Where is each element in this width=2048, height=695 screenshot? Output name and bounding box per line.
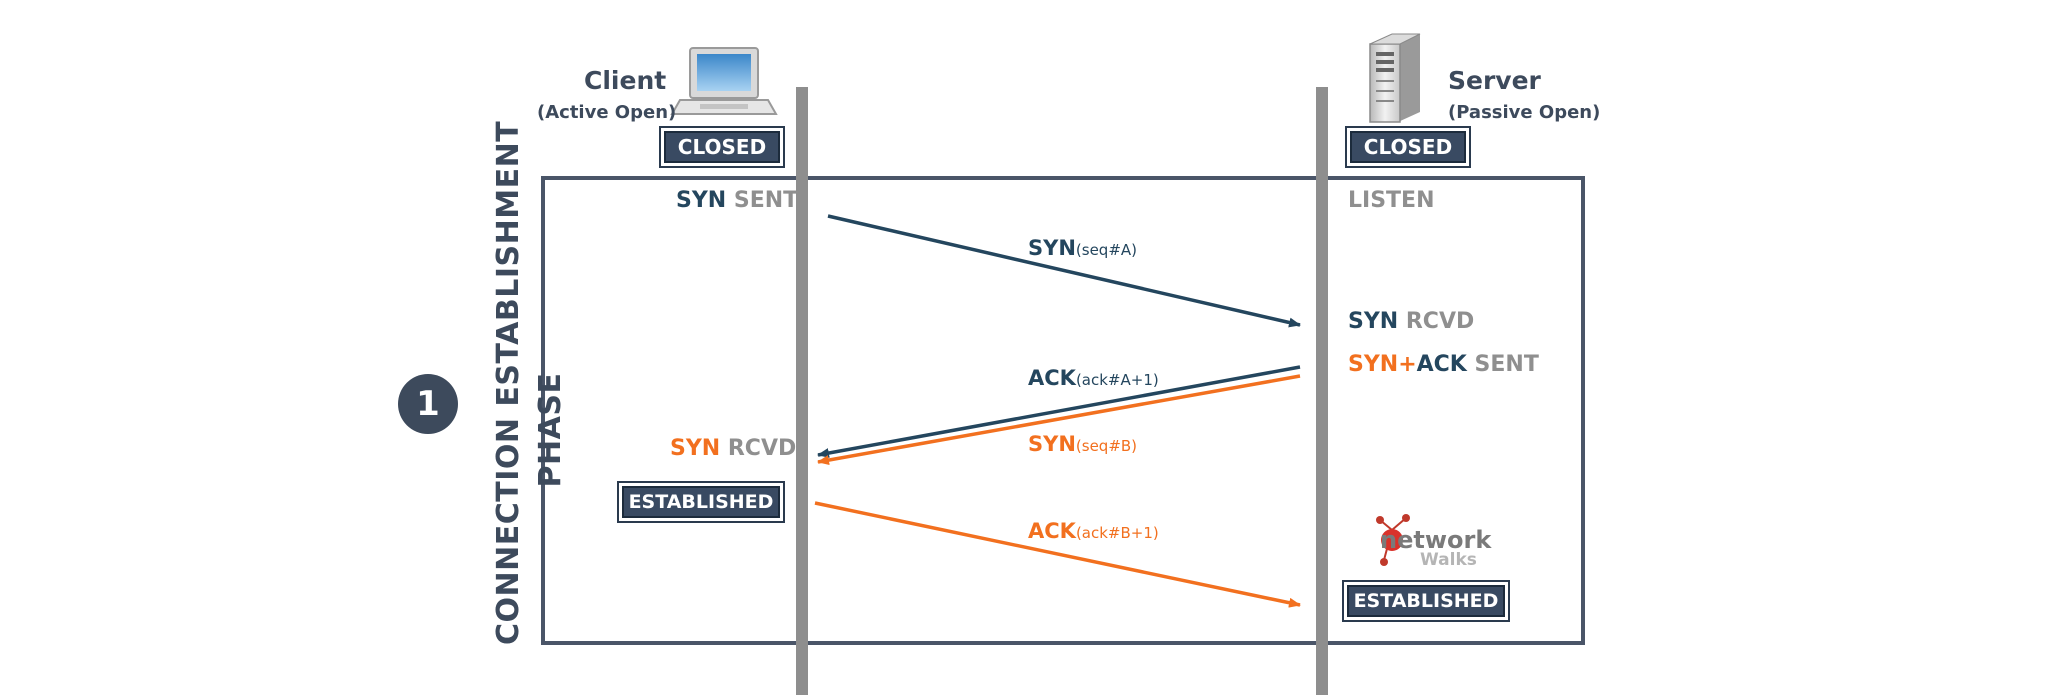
phase-number: 1 (416, 384, 440, 424)
phase-title-line1: CONNECTION ESTABLISHMENT (491, 120, 526, 645)
server-syn-rcvd-state: SYN RCVD (1348, 309, 1475, 334)
client-title: Client (584, 66, 667, 95)
logo-sub: Walks (1420, 550, 1477, 570)
network-walks-logo-icon (1376, 514, 1410, 566)
server-tower-icon (1369, 33, 1421, 123)
phase-title: CONNECTION ESTABLISHMENT PHASE (488, 120, 572, 645)
client-syn-sent-state: SYN SENT (676, 188, 799, 213)
client-subtitle: (Active Open) (537, 102, 677, 123)
syn-arrow-back (817, 374, 1301, 465)
server-synack-sent-state: SYN+ACK SENT (1348, 352, 1539, 377)
ack-final-message-label: ACK(ack#B+1) (1028, 519, 1159, 543)
syn-reply-message-label: SYN(seq#B) (1028, 432, 1138, 456)
syn-arrow (827, 214, 1301, 328)
ack-arrow-final (814, 501, 1301, 608)
server-listen-state: LISTEN (1348, 188, 1435, 213)
ack-arrow-back (817, 365, 1301, 458)
syn-message-label: SYN(seq#A) (1028, 236, 1138, 260)
server-established-state: ESTABLISHED (1344, 582, 1508, 620)
phase-frame (541, 176, 1585, 645)
client-established-state: ESTABLISHED (619, 483, 783, 521)
server-title: Server (1448, 66, 1541, 95)
client-syn-rcvd-state: SYN RCVD (670, 436, 797, 461)
laptop-icon (670, 47, 778, 115)
server-closed-state: CLOSED (1347, 128, 1469, 166)
server-timeline (1316, 87, 1328, 695)
phase-title-line2: PHASE (533, 372, 568, 488)
ack-message-label: ACK(ack#A+1) (1028, 366, 1159, 390)
client-closed-state: CLOSED (661, 128, 783, 166)
server-subtitle: (Passive Open) (1448, 102, 1601, 123)
client-timeline (796, 87, 808, 695)
logo-word: network (1380, 526, 1492, 554)
phase-number-circle (398, 374, 458, 434)
